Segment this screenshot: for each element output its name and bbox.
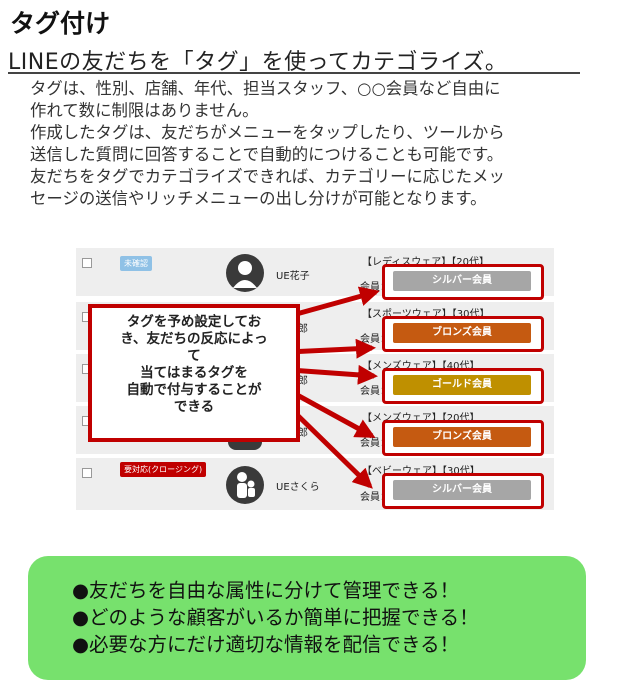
benefit-item: ●必要な方にだけ適切な情報を配信できる！ [72,633,460,656]
member-tag-highlight: ブロンズ会員 [382,316,544,352]
status-badge: 未確認 [120,256,152,271]
row-checkbox[interactable] [82,258,92,268]
arrow-icon [287,338,376,359]
callout-line: できる [173,399,215,415]
member-label: 会員： [360,386,390,397]
friend-tags: 【レディスウェア】【20代】 [362,257,490,268]
detail-paragraph: 作成したタグは、友だちがメニューをタップしたり、ツールから 送信した質問に回答す… [30,122,505,210]
member-tag-highlight: シルバー会員 [382,264,544,300]
text-line: タグは、性別、店舗、年代、担当スタッフ、○○会員など自由に [30,79,501,98]
member-tag[interactable]: ゴールド会員 [393,375,531,395]
arrow-icon [286,387,376,439]
friend-tags: 【メンズウェア】【40代】 [362,361,480,372]
benefits-box: ●友だちを自由な属性に分けて管理できる！ ●どのような顧客がいるか簡単に把握でき… [28,556,586,680]
subtitle-underline [8,72,580,74]
page-title: タグ付け [10,9,111,38]
friend-name: UEさくら [276,482,320,493]
subtitle: LINEの友だちを「タグ」を使ってカテゴライズ。 [8,50,508,75]
member-tag-highlight: シルバー会員 [382,473,544,509]
female-avatar-icon [226,254,264,292]
friend-tags: 【メンズウェア】【20代】 [362,413,480,424]
member-tag[interactable]: シルバー会員 [393,480,531,500]
friend-tags: 【スポーツウェア】【30代】 [362,309,490,320]
row-checkbox[interactable] [82,468,92,478]
arrow-icon [289,364,378,385]
callout-line: き、友だちの反応によっ [120,331,268,347]
benefit-item: ●どのような顧客がいるか簡単に把握できる！ [72,606,479,629]
callout-box: タグを予め設定してお き、友だちの反応によっ て 当てはまるタグを 自動で付与す… [88,304,300,442]
text-line: 作れて数に制限はありません。 [30,101,259,120]
member-tag[interactable]: シルバー会員 [393,271,531,291]
friend-row: 要対応(クロージング) UEさくら 【ベビーウェア】【30代】 会員： シルバー… [76,458,554,510]
member-label: 会員： [360,438,390,449]
callout-line: タグを予め設定してお [126,314,262,330]
intro-paragraph: タグは、性別、店舗、年代、担当スタッフ、○○会員など自由に 作れて数に制限はあり… [30,78,501,122]
member-tag[interactable]: ブロンズ会員 [393,427,531,447]
benefit-item: ●友だちを自由な属性に分けて管理できる！ [72,579,460,602]
parent-child-avatar-icon [226,466,264,504]
text-line: 作成したタグは、友だちがメニューをタップしたり、ツールから [30,123,505,142]
member-tag-highlight: ブロンズ会員 [382,420,544,456]
text-line: 送信した質問に回答することで自動的につけることも可能です。 [30,145,504,164]
friend-tags: 【ベビーウェア】【30代】 [362,466,480,477]
callout-line: 自動で付与することが [126,382,262,398]
member-tag-highlight: ゴールド会員 [382,368,544,404]
status-badge: 要対応(クロージング) [120,462,207,477]
text-line: セージの送信やリッチメニューの出し分けが可能となります。 [30,189,487,208]
arrow-icon [284,402,373,489]
member-tag[interactable]: ブロンズ会員 [393,323,531,343]
callout-line: 当てはまるタグを [140,365,248,381]
text-line: 友だちをタグでカテゴライズできれば、カテゴリーに応じたメッ [30,167,505,186]
friend-name: UE花子 [276,271,310,282]
callout-line: て [187,348,201,364]
friend-row: 未確認 UE花子 【レディスウェア】【20代】 会員： シルバー会員 [76,248,554,300]
member-label: 会員： [360,492,390,503]
